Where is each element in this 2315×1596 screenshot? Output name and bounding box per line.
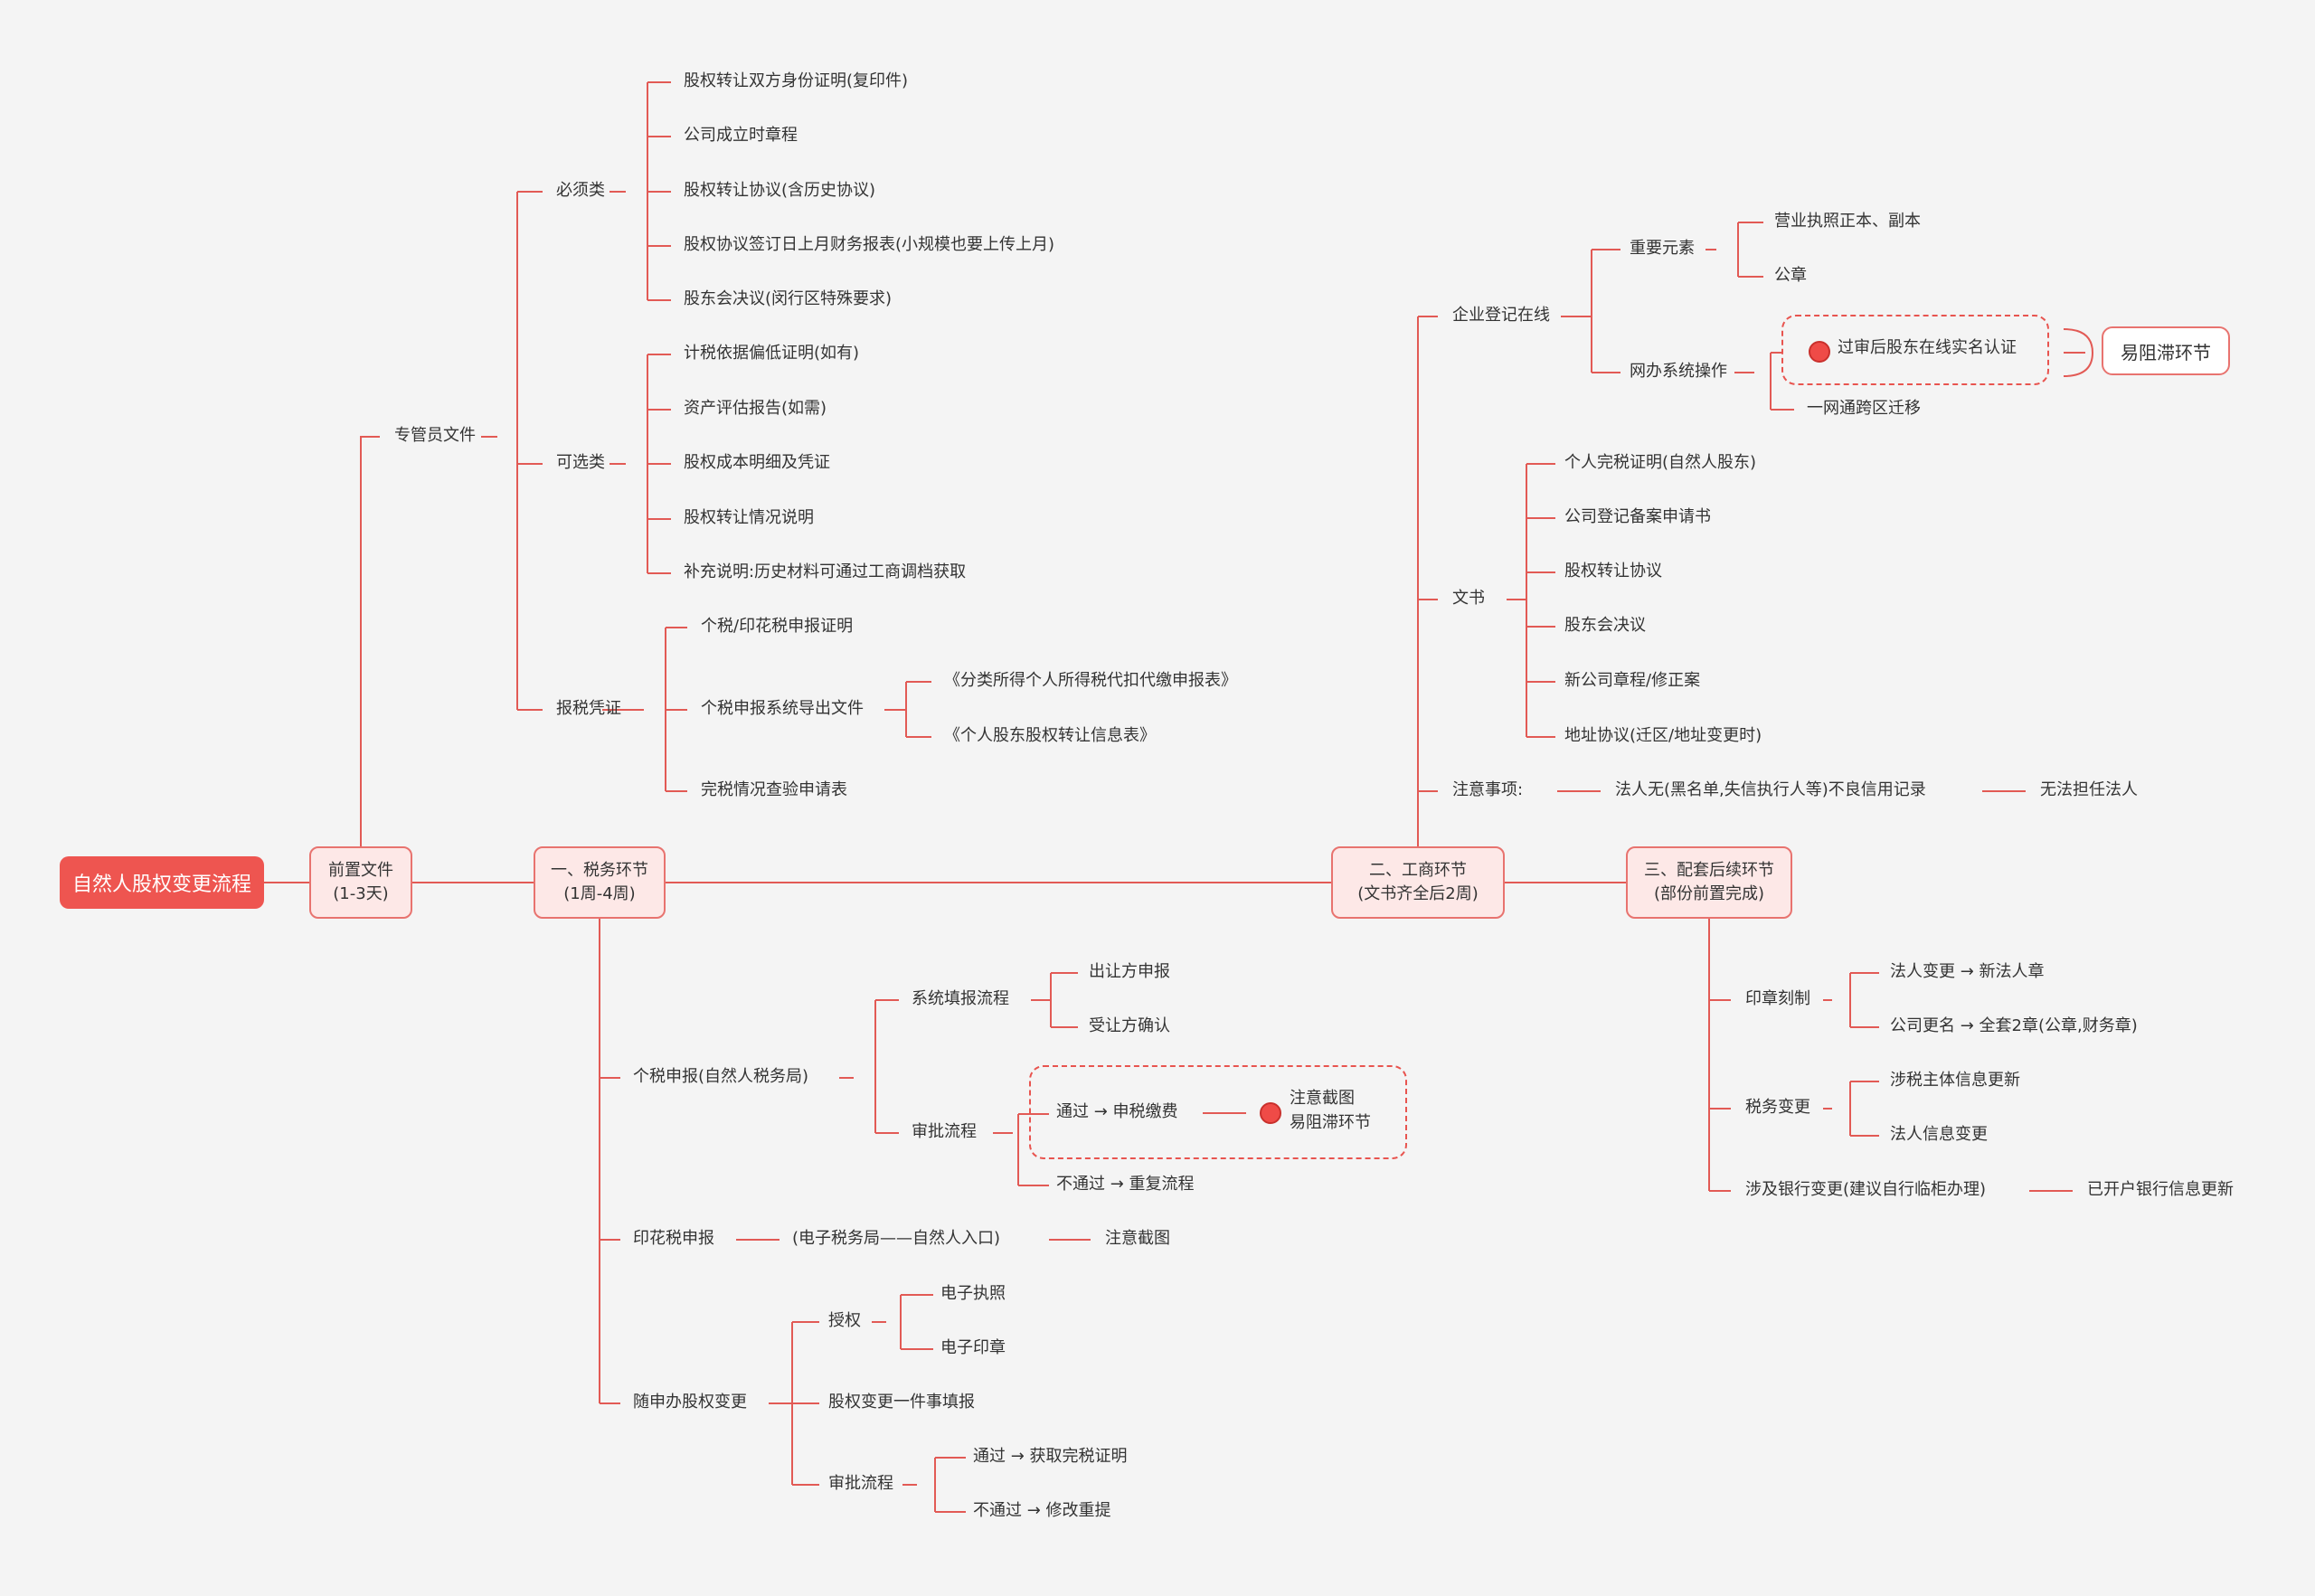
- node-approval[interactable]: 审批流程: [912, 1122, 977, 1141]
- required-item[interactable]: 股权转让双方身份证明(复印件): [684, 71, 909, 90]
- node-bank-change[interactable]: 涉及银行变更(建议自行临柜办理): [1745, 1180, 1987, 1199]
- system-fill-item[interactable]: 出让方申报: [1089, 962, 1170, 981]
- node-tax-proof[interactable]: 报税凭证: [556, 699, 621, 718]
- optional-item[interactable]: 资产评估报告(如需): [684, 399, 827, 418]
- node-seal[interactable]: 印章刻制: [1745, 989, 1810, 1008]
- node-optional[interactable]: 可选类: [556, 453, 605, 472]
- node-income-tax[interactable]: 个税申报(自然人税务局): [633, 1067, 809, 1086]
- required-item[interactable]: 股权协议签订日上月财务报表(小规模也要上传上月): [684, 235, 1055, 254]
- stage-after-title: 三、配套后续环节: [1644, 860, 1774, 880]
- required-item[interactable]: 股东会决议(闵行区特殊要求): [684, 289, 893, 308]
- node-suishenban[interactable]: 随申办股权变更: [633, 1393, 747, 1412]
- optional-item[interactable]: 股权成本明细及凭证: [684, 453, 830, 472]
- notes-result[interactable]: 无法担任法人: [2040, 780, 2138, 799]
- seal-item[interactable]: 公司更名 → 全套2章(公章,财务章): [1890, 1016, 2138, 1035]
- stage-biz-duration: (文书齐全后2周): [1357, 884, 1479, 903]
- required-item[interactable]: 股权转让协议(含历史协议): [684, 181, 876, 200]
- authorize-item[interactable]: 电子执照: [940, 1284, 1006, 1303]
- node-key-elements[interactable]: 重要元素: [1630, 239, 1695, 258]
- key-element-item[interactable]: 营业执照正本、副本: [1774, 212, 1921, 231]
- required-item[interactable]: 公司成立时章程: [684, 126, 798, 145]
- document-item[interactable]: 股东会决议: [1564, 616, 1646, 635]
- optional-item[interactable]: 补充说明:历史材料可通过工商调档获取: [684, 562, 967, 581]
- online-ops-highlight-box: [1781, 315, 2049, 385]
- ss-approval-pass[interactable]: 通过 → 获取完税证明: [973, 1447, 1128, 1466]
- key-element-item[interactable]: 公章: [1774, 266, 1807, 285]
- stage-after-duration: (部份前置完成): [1653, 884, 1765, 903]
- stamp-tax-note[interactable]: 注意截图: [1105, 1229, 1170, 1248]
- stage-after-node[interactable]: 三、配套后续环节 (部份前置完成): [1626, 846, 1792, 919]
- online-ops-item[interactable]: 过审后股东在线实名认证: [1838, 338, 2017, 357]
- node-stamp-tax[interactable]: 印花税申报: [633, 1229, 714, 1248]
- tax-change-item[interactable]: 涉税主体信息更新: [1890, 1071, 2020, 1090]
- authorize-item[interactable]: 电子印章: [940, 1338, 1006, 1357]
- node-documents[interactable]: 文书: [1452, 589, 1485, 608]
- notes-condition[interactable]: 法人无(黑名单,失信执行人等)不良信用记录: [1615, 780, 1926, 799]
- node-online-ops[interactable]: 网办系统操作: [1630, 362, 1727, 381]
- node-enterprise-online[interactable]: 企业登记在线: [1452, 306, 1550, 325]
- warning-dot-icon: [1809, 341, 1830, 363]
- approval-note[interactable]: 易阻滞环节: [1290, 1113, 1371, 1132]
- document-item[interactable]: 个人完税证明(自然人股东): [1564, 453, 1757, 472]
- stage-pre-node[interactable]: 前置文件 (1-3天): [309, 846, 412, 919]
- optional-item[interactable]: 计税依据偏低证明(如有): [684, 344, 860, 363]
- root-node[interactable]: 自然人股权变更流程: [60, 856, 264, 909]
- bank-change-result[interactable]: 已开户银行信息更新: [2087, 1180, 2234, 1199]
- document-item[interactable]: 新公司章程/修正案: [1564, 671, 1701, 690]
- node-notes[interactable]: 注意事项:: [1452, 780, 1524, 799]
- system-fill-item[interactable]: 受让方确认: [1089, 1016, 1170, 1035]
- document-item[interactable]: 股权转让协议: [1564, 562, 1662, 581]
- document-item[interactable]: 公司登记备案申请书: [1564, 507, 1711, 526]
- stage-pre-title: 前置文件: [328, 860, 393, 880]
- stage-tax-duration: (1周-4周): [563, 884, 636, 903]
- tax-proof-subitem[interactable]: 《个人股东股权转让信息表》: [944, 726, 1156, 745]
- node-required[interactable]: 必须类: [556, 181, 605, 200]
- tax-proof-subitem[interactable]: 《分类所得个人所得税代扣代缴申报表》: [944, 671, 1237, 690]
- tax-change-item[interactable]: 法人信息变更: [1890, 1125, 1988, 1144]
- approval-highlight-box: [1029, 1065, 1407, 1159]
- node-zgy-files[interactable]: 专管员文件: [394, 426, 476, 445]
- online-ops-item[interactable]: 一网通跨区迁移: [1807, 399, 1921, 418]
- node-system-fill[interactable]: 系统填报流程: [912, 989, 1009, 1008]
- node-tax-change[interactable]: 税务变更: [1745, 1098, 1810, 1117]
- tax-proof-item[interactable]: 完税情况查验申请表: [701, 780, 847, 799]
- stage-pre-duration: (1-3天): [333, 884, 389, 903]
- stage-biz-title: 二、工商环节: [1369, 860, 1467, 880]
- approval-fail[interactable]: 不通过 → 重复流程: [1056, 1175, 1195, 1194]
- document-item[interactable]: 地址协议(迁区/地址变更时): [1564, 726, 1762, 745]
- node-ss-approval[interactable]: 审批流程: [828, 1474, 893, 1493]
- stage-tax-node[interactable]: 一、税务环节 (1周-4周): [534, 846, 666, 919]
- node-authorize[interactable]: 授权: [828, 1311, 861, 1330]
- stage-tax-title: 一、税务环节: [551, 860, 648, 880]
- tax-proof-item[interactable]: 个税申报系统导出文件: [701, 699, 864, 718]
- approval-pass[interactable]: 通过 → 申税缴费: [1056, 1102, 1178, 1121]
- node-one-thing-fill[interactable]: 股权变更一件事填报: [828, 1393, 975, 1412]
- approval-note[interactable]: 注意截图: [1290, 1089, 1355, 1108]
- seal-item[interactable]: 法人变更 → 新法人章: [1890, 962, 2045, 981]
- tax-proof-item[interactable]: 个税/印花税申报证明: [701, 617, 854, 636]
- stamp-tax-entry[interactable]: (电子税务局——自然人入口): [792, 1229, 1001, 1248]
- optional-item[interactable]: 股权转让情况说明: [684, 508, 814, 527]
- ss-approval-fail[interactable]: 不通过 → 修改重提: [973, 1501, 1111, 1520]
- root-label: 自然人股权变更流程: [71, 874, 251, 896]
- warning-dot-icon: [1260, 1102, 1281, 1124]
- blocking-tag-label: 易阻滞环节: [2121, 341, 2211, 364]
- stage-biz-node[interactable]: 二、工商环节 (文书齐全后2周): [1331, 846, 1505, 919]
- blocking-tag[interactable]: 易阻滞环节: [2102, 326, 2230, 375]
